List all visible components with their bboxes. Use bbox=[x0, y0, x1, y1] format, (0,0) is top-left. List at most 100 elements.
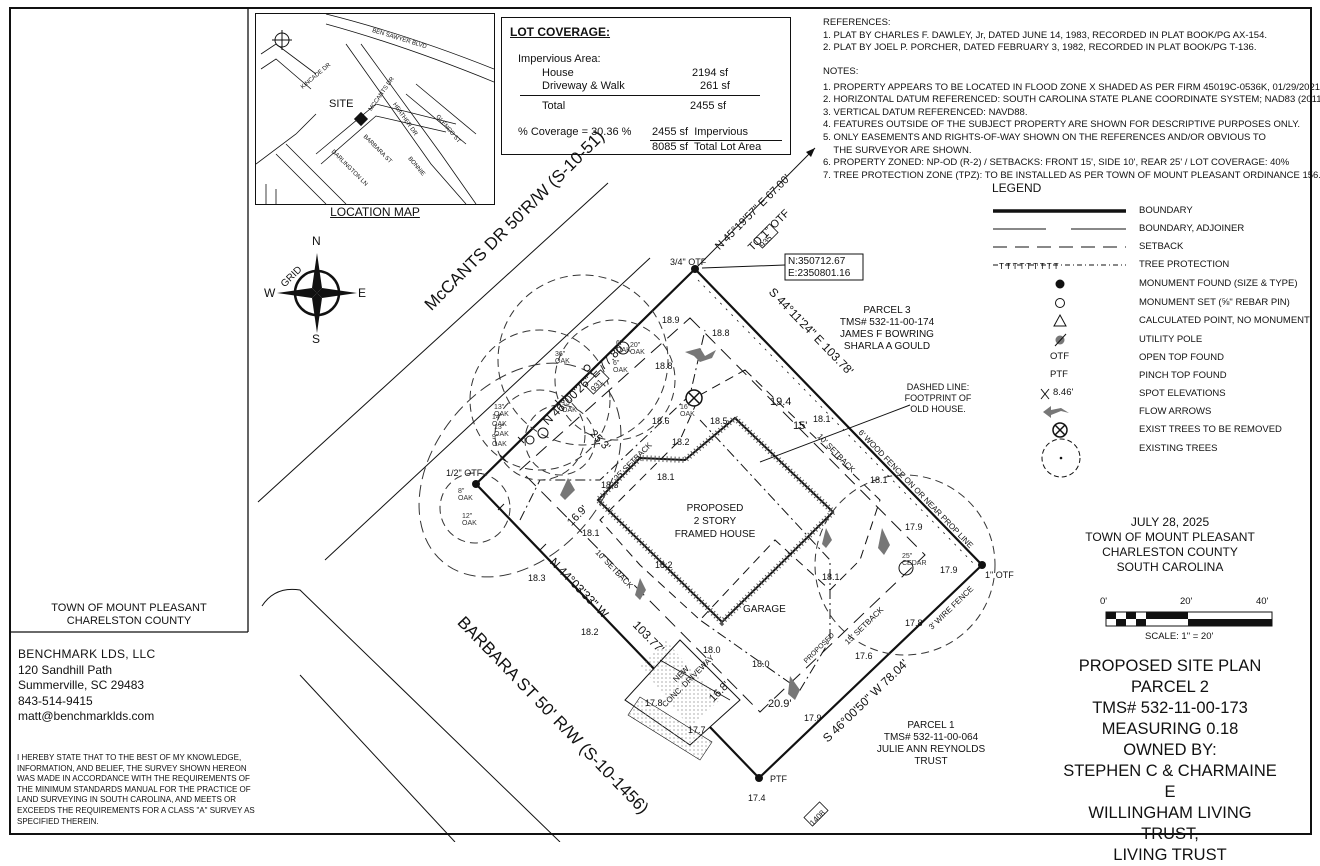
spot-elevation: 17.9 bbox=[905, 522, 923, 532]
legend-row: OTF OPEN TOP FOUND bbox=[1050, 351, 1224, 363]
spot-elevation: 17.8 bbox=[905, 618, 923, 628]
reference-item: 2. PLAT BY JOEL P. PORCHER, DATED FEBRUA… bbox=[823, 42, 1257, 54]
spot-elevation: 17.9 bbox=[940, 565, 958, 575]
note-item: 2. HORIZONTAL DATUM REFERENCED: SOUTH CA… bbox=[823, 94, 1320, 106]
north-label: N bbox=[312, 234, 321, 248]
title-state: SOUTH CAROLINA bbox=[1116, 560, 1224, 574]
spot-elevation-icon bbox=[1040, 388, 1050, 400]
monument-top-label: 3/4" OTF bbox=[670, 257, 707, 267]
spot-elevation: 18.8 bbox=[712, 328, 730, 338]
spot-elevation: 17.6 bbox=[855, 651, 873, 661]
flow-arrow-icon bbox=[1043, 406, 1069, 418]
otf-symbol: OTF bbox=[1050, 351, 1069, 362]
title-county: CHARLESTON COUNTY bbox=[1102, 545, 1238, 559]
tree-label: 12" OAK bbox=[462, 513, 477, 527]
spot-elevation: 17.4 bbox=[748, 793, 766, 803]
tree-label: 13" OAK bbox=[494, 424, 509, 438]
spot-elevation: 18.2 bbox=[672, 437, 690, 447]
company-name: BENCHMARK LDS, LLC bbox=[18, 647, 156, 661]
spot-elevation: 18.9 bbox=[662, 315, 680, 325]
lot-coverage-title: LOT COVERAGE: bbox=[510, 25, 611, 39]
tree-label: 6" OAK bbox=[616, 340, 631, 354]
tree-remove-icon bbox=[1052, 422, 1068, 438]
legend-row: FLOW ARROWS bbox=[991, 403, 1316, 421]
reference-item: 1. PLAT BY CHARLES F. DAWLEY, Jr, DATED … bbox=[823, 29, 1268, 41]
dim-15: 15' bbox=[793, 420, 808, 432]
legend-row: SETBACK bbox=[991, 238, 1316, 256]
lot-coverage-box: LOT COVERAGE: Impervious Area: House 219… bbox=[501, 17, 791, 155]
left-panel-location: TOWN OF MOUNT PLEASANT CHARELSTON COUNTY bbox=[51, 602, 207, 627]
legend-row: MONUMENT FOUND (SIZE & TYPE) bbox=[991, 275, 1316, 293]
spot-elevation: 18.5 bbox=[710, 416, 728, 426]
sheet-border bbox=[9, 7, 1312, 835]
spot-elevation: 18.2 bbox=[655, 560, 673, 570]
garage-label: GARAGE bbox=[743, 604, 786, 615]
scale-text: SCALE: 1" = 20' bbox=[1145, 631, 1214, 642]
map-site-label: SITE bbox=[329, 98, 354, 110]
monument-left-label: 1/2" OTF bbox=[446, 468, 483, 478]
calculated-point-icon bbox=[1053, 313, 1067, 327]
boundary-line-icon bbox=[993, 209, 1126, 213]
company-info: BENCHMARK LDS, LLC 120 Sandhill Path Sum… bbox=[18, 647, 155, 725]
tree-label: 20" OAK bbox=[630, 342, 645, 356]
south-label: S bbox=[312, 332, 321, 346]
spot-elevation: 18.0 bbox=[703, 645, 721, 655]
tree-label: 25" CEDAR bbox=[902, 553, 927, 567]
company-phone: 843-514-9415 bbox=[18, 693, 93, 708]
fraction-rule bbox=[650, 140, 782, 141]
note-item: 1. PROPERTY APPEARS TO BE LOCATED IN FLO… bbox=[823, 81, 1320, 93]
spot-elevation: 18.1 bbox=[657, 472, 675, 482]
ptf-symbol: PTF bbox=[1050, 369, 1068, 380]
legend-row: PTF PINCH TOP FOUND bbox=[1050, 369, 1227, 381]
spot-elevation: 18.1 bbox=[582, 528, 600, 538]
coverage-numerator: 2455 sf Impervious bbox=[652, 126, 748, 138]
dim-19-4: 19.4 bbox=[770, 396, 792, 408]
references: REFERENCES: 1. PLAT BY CHARLES F. DAWLEY… bbox=[823, 17, 1267, 55]
coverage-label: % Coverage = 30.36 % bbox=[518, 126, 632, 138]
spot-elevation: 17.9 bbox=[804, 713, 822, 723]
tree-label: 14" OAK bbox=[492, 414, 507, 428]
company-address1: 120 Sandhill Path bbox=[18, 662, 113, 677]
tree-protection-line-icon: T T T T T T T T T bbox=[993, 262, 1126, 271]
legend-row: CALCULATED POINT, NO MONUMENT bbox=[991, 312, 1316, 330]
survey-date: JULY 28, 2025 bbox=[1130, 515, 1210, 529]
tree-label: 13" OAK bbox=[562, 400, 577, 414]
legend: LEGEND BOUNDARY BOUNDARY, ADJOINER SETBA… bbox=[991, 181, 1311, 478]
coordinate-box: N:350712.67 E:2350801.16 bbox=[788, 256, 851, 279]
spot-elevation: 18.3 bbox=[528, 573, 546, 583]
monument-right-label: 1" OTF bbox=[985, 570, 1014, 580]
legend-row: T T T T T T T T T TREE PROTECTION bbox=[991, 256, 1316, 274]
legend-row: 8.46' SPOT ELEVATIONS bbox=[991, 385, 1316, 403]
tree-label: 36" OAK bbox=[555, 351, 570, 365]
note-item: 6. PROPERTY ZONED: NP-OD (R-2) / SETBACK… bbox=[823, 157, 1290, 169]
total-label: Total bbox=[542, 100, 566, 112]
spot-elevation: 18.1 bbox=[822, 572, 840, 582]
note-item: 5. ONLY EASEMENTS AND RIGHTS-OF-WAY SHOW… bbox=[823, 131, 1266, 143]
total-rule bbox=[520, 95, 760, 96]
location-map: BEN SAWYER BLVD KINCADE DR MCCANTS DR HE… bbox=[255, 13, 495, 205]
east-label: E bbox=[358, 286, 367, 300]
legend-row: UTILITY POLE bbox=[991, 331, 1316, 349]
note-item: 4. FEATURES OUTSIDE OF THE SUBJECT PROPE… bbox=[823, 119, 1301, 131]
spot-elevation: 18.6 bbox=[652, 416, 670, 426]
monument-bottom-label: PTF bbox=[770, 774, 787, 784]
total-value: 2455 sf bbox=[690, 100, 727, 112]
location-map-drawing bbox=[256, 14, 494, 204]
spot-elevation: 18.0 bbox=[752, 659, 770, 669]
coverage-denominator: 8085 sf Total Lot Area bbox=[652, 141, 762, 153]
spot-elevation: 18.2 bbox=[581, 627, 599, 637]
note-item: 7. TREE PROTECTION ZONE (TPZ): TO BE INS… bbox=[823, 169, 1320, 181]
project-title: PROPOSED SITE PLAN PARCEL 2 TMS# 532-11-… bbox=[1063, 657, 1277, 864]
adjoiner-line-icon bbox=[993, 228, 1126, 230]
compass-icon bbox=[277, 253, 357, 333]
tree-label: 8" OAK bbox=[458, 488, 473, 502]
company-email: matt@benchmarklds.com bbox=[18, 709, 155, 723]
west-label: W bbox=[264, 286, 276, 300]
company-address2: Summerville, SC 29483 bbox=[18, 678, 145, 692]
legend-row: BOUNDARY, ADJOINER bbox=[991, 220, 1316, 238]
references-title: REFERENCES: bbox=[823, 17, 891, 28]
legend-row: EXIST TREES TO BE REMOVED bbox=[991, 421, 1316, 439]
